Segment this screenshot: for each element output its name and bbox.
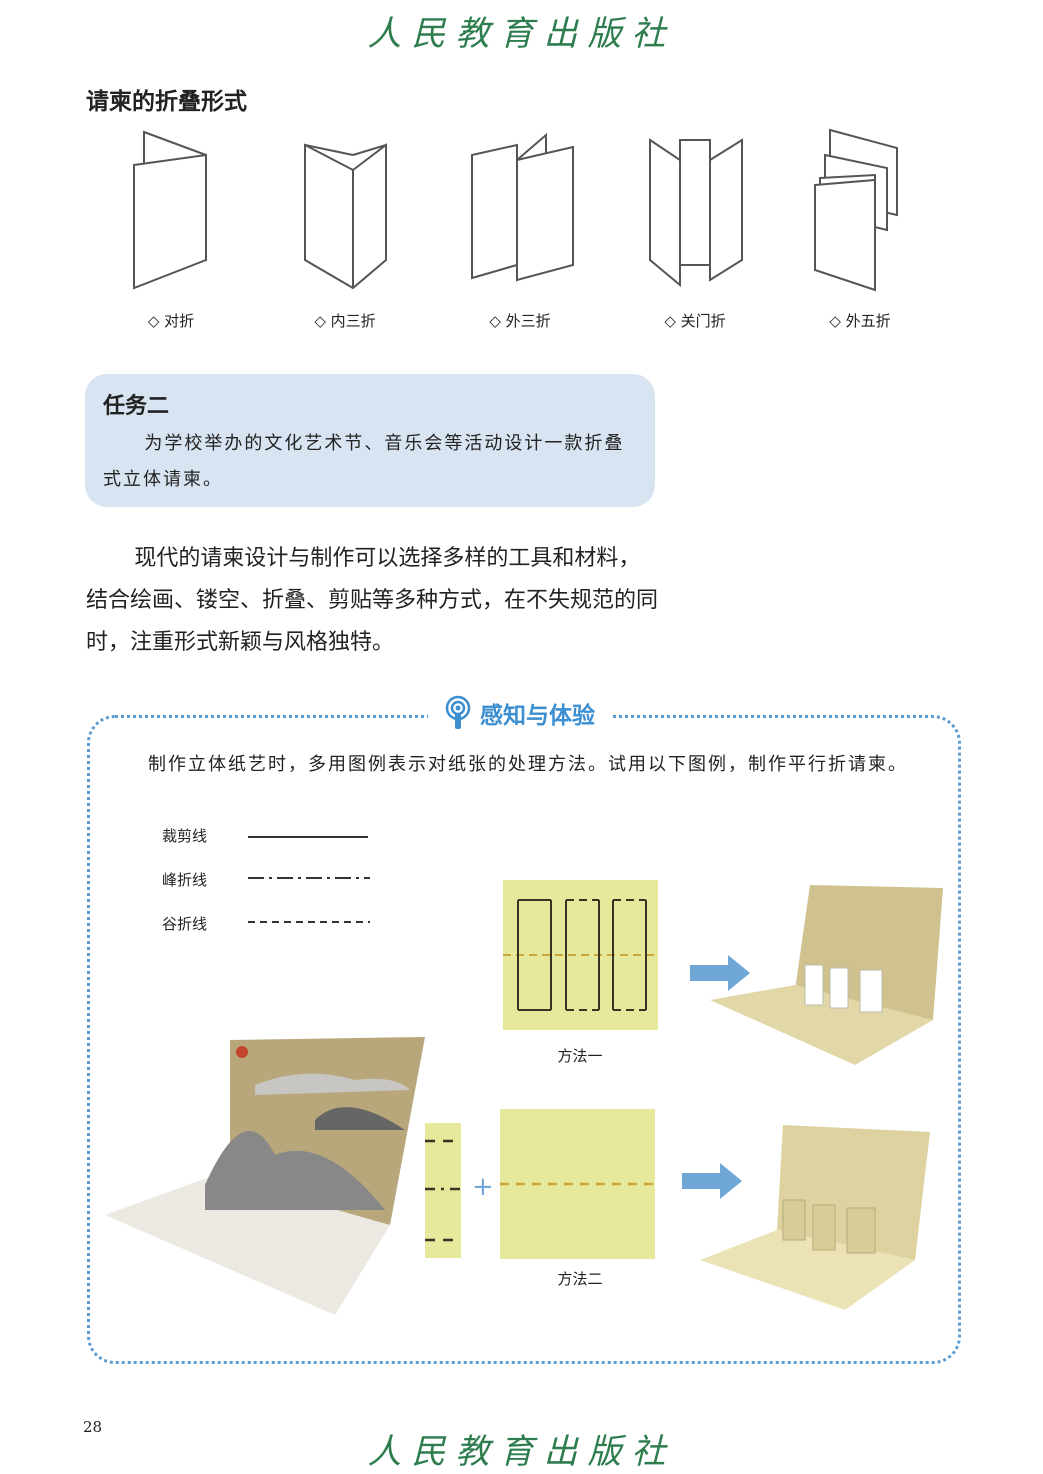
- page-number: 28: [83, 1418, 103, 1436]
- arrow-right-icon: [682, 1163, 742, 1199]
- arrow-right-icon: [690, 955, 750, 991]
- publisher-logo: 人民教育出版社: [367, 14, 676, 54]
- task-panel: 任务二 为学校举办的文化艺术节、音乐会等活动设计一款折叠式立体请柬。: [85, 374, 655, 507]
- method2-card-template: [500, 1109, 655, 1259]
- legend-mountain-label: 峰折线: [162, 871, 208, 889]
- fold-diagram-bifold: ◇ 对折: [96, 120, 246, 340]
- valley-fold-line-sample: [248, 921, 370, 923]
- fold-diagram-outer-trifold: ◇ 外三折: [445, 120, 595, 340]
- task-title: 任务二: [103, 393, 170, 419]
- plus-sign: +: [472, 1172, 494, 1202]
- legend-cut-label: 裁剪线: [162, 827, 208, 845]
- method1-popup-photo: [710, 885, 943, 1065]
- method2-popup-photo: [700, 1125, 930, 1310]
- diamond-icon: ◇: [314, 312, 331, 330]
- fold-diagram-gatefold: ◇ 关门折: [620, 120, 770, 340]
- body-paragraph: 现代的请柬设计与制作可以选择多样的工具和材料，结合绘画、镂空、折叠、剪贴等多种方…: [86, 546, 659, 655]
- fold-diagram-accordion: ◇ 外五折: [785, 120, 935, 340]
- diamond-icon: ◇: [147, 312, 165, 330]
- method2-caption: 方法二: [557, 1270, 603, 1288]
- mountain-fold-line-sample: [248, 877, 370, 879]
- diamond-icon: ◇: [664, 312, 681, 330]
- broadcast-icon: [445, 695, 471, 729]
- experience-header: 感知与体验: [428, 695, 611, 731]
- fold-label: 外三折: [505, 312, 551, 330]
- method1-caption: 方法一: [557, 1047, 603, 1065]
- cut-line-sample: [248, 836, 368, 838]
- section-title: 请柬的折叠形式: [86, 88, 247, 115]
- fold-label: 对折: [164, 312, 195, 330]
- diamond-icon: ◇: [829, 312, 846, 330]
- footer-publisher-logo: 人民教育出版社: [367, 1432, 676, 1472]
- fold-label: 关门折: [680, 312, 726, 330]
- experience-title: 感知与体验: [480, 703, 595, 729]
- task-body: 为学校举办的文化艺术节、音乐会等活动设计一款折叠式立体请柬。: [103, 433, 625, 490]
- bifold-illustration: [133, 130, 207, 290]
- method1-template: [503, 880, 658, 1030]
- fold-diagram-inner-trifold: ◇ 内三折: [270, 120, 420, 340]
- fold-label: 内三折: [330, 312, 376, 330]
- landscape-popup-card-photo: [105, 1037, 425, 1315]
- diamond-icon: ◇: [489, 312, 506, 330]
- experience-intro: 制作立体纸艺时，多用图例表示对纸张的处理方法。试用以下图例，制作平行折请柬。: [148, 754, 908, 775]
- fold-label: 外五折: [845, 312, 891, 330]
- legend-valley-label: 谷折线: [162, 915, 208, 933]
- method2-strip-template: [425, 1123, 461, 1258]
